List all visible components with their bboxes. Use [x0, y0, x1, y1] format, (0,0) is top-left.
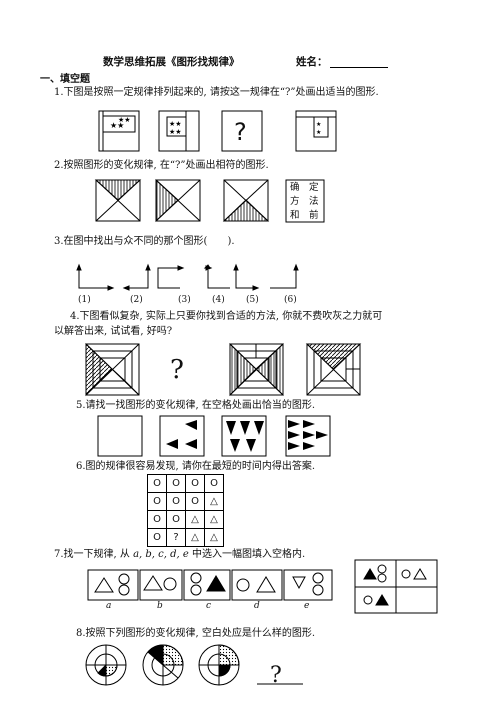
q1-stars-4b: ★: [316, 129, 321, 136]
q5-box-4: [285, 415, 331, 457]
q1-stars-2a: ★★: [169, 120, 182, 128]
question-4-line-1: 4.下图看似复杂, 实际上只要你找到合适的方法, 你就不费吹灰之力就可: [70, 311, 383, 322]
question-1: 1.下图是按照一定规律排列起来的, 请按这一规律在“?”处画出适当的图形.: [54, 87, 379, 98]
q1-stars-1b: ★★: [118, 116, 131, 124]
q3-arrow-4: [207, 270, 230, 289]
q5-box-2: [159, 415, 205, 457]
q7-label-e: e: [304, 601, 310, 611]
q2-text-line-2: 方 法: [290, 196, 319, 207]
question-6: 6.图的规律很容易发现, 请你在最短的时间内得出答案.: [76, 461, 316, 472]
q3-arrow-2: [127, 268, 149, 289]
q2-text-box: 确 定 方 法 和 前: [290, 181, 324, 223]
q5-box-1: [97, 415, 143, 457]
q1-box-4: [295, 110, 337, 152]
q1-flag-2: [166, 116, 187, 137]
q3-label-6: (6): [284, 295, 297, 305]
q7-prefix: 7.找一下规律, 从: [54, 549, 134, 560]
q1-stars-1: ★★: [110, 121, 124, 130]
q6-grid-row: O?△△: [147, 528, 224, 547]
name-blank-line[interactable]: [330, 67, 388, 68]
q3-arrow-1: [78, 268, 110, 289]
q2-text-line-1: 确 定: [290, 182, 319, 193]
question-7: 7.找一下规律, 从 a, b, c, d, e 中选入一幅图填入空格内.: [54, 548, 305, 561]
q1-flag-4: [313, 116, 329, 138]
q3-label-1: (1): [78, 295, 91, 305]
question-8: 8.按照下列图形的变化规律, 空白处应是什么样的图形.: [76, 628, 316, 639]
question-3: 3.在图中找出与众不同的那个图形( ).: [54, 236, 235, 247]
q1-question-mark: ?: [234, 118, 247, 146]
q7-suffix: 中选入一幅图填入空格内.: [188, 549, 306, 560]
q3-label-2: (2): [130, 295, 143, 305]
q1-box-2: [158, 110, 200, 152]
q7-option-b: [139, 569, 183, 601]
q3-label-4: (4): [212, 295, 225, 305]
q7-option-a: [87, 569, 139, 601]
q3-arrow-6: [270, 268, 297, 289]
q2-box-4: [285, 179, 325, 223]
q7-option-c: [183, 569, 231, 601]
question-2: 2.按照图形的变化规律, 在“?”处画出相符的图形.: [54, 160, 269, 171]
page-title: 数学思维拓展《图形找规律》: [103, 56, 240, 68]
name-label: 姓名：: [296, 56, 328, 68]
q7-label-b: b: [157, 601, 163, 611]
q4-question-mark: ?: [170, 355, 184, 385]
q7-label-d: d: [254, 601, 260, 611]
q1-flag-1: [102, 115, 136, 133]
q6-grid-cell: △: [204, 528, 224, 547]
q8-question-mark: ?: [270, 663, 282, 688]
q3-label-5: (5): [246, 295, 259, 305]
q3-arrow-3: [157, 267, 180, 289]
q7-label-a: a: [106, 601, 112, 611]
question-4-line-2: 以解答出来, 试试看, 好吗?: [54, 326, 173, 337]
q6-grid-cell: O: [147, 528, 167, 547]
q3-arrow-5: [235, 268, 255, 289]
q7-label-c: c: [206, 601, 212, 611]
q7-option-e: [283, 569, 333, 601]
q7-letters: a, b, c, d, e: [133, 549, 189, 560]
q1-stars-4a: ★: [316, 121, 321, 128]
question-5: 5.请找一找图形的变化规律, 在空格处画出恰当的图形.: [76, 400, 316, 411]
q3-label-3: (3): [178, 295, 191, 305]
q1-stars-2b: ★★: [169, 128, 182, 136]
q1-box-1: [98, 110, 140, 152]
section-heading: 一、填空题: [40, 74, 90, 85]
q1-box-3: [221, 110, 263, 152]
q5-box-3: [221, 415, 267, 457]
q7-option-d: [231, 569, 283, 601]
q2-text-line-3: 和 前: [290, 210, 319, 221]
